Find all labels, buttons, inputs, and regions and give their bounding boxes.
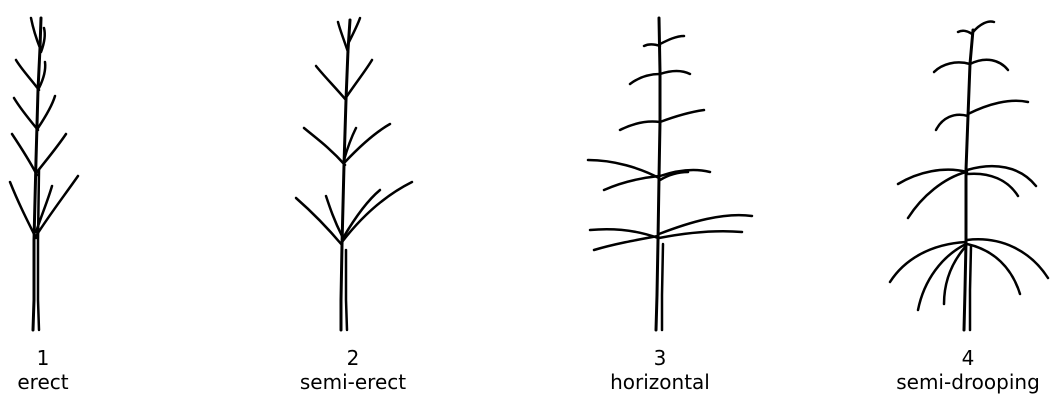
plant-horizontal-branch xyxy=(588,160,659,178)
habit-label: horizontal xyxy=(550,370,770,394)
plant-horizontal-branch xyxy=(644,45,660,47)
habit-number: 3 xyxy=(550,346,770,370)
plant-horizontal-stem-outline xyxy=(662,244,663,330)
caption-horizontal: 3 horizontal xyxy=(550,346,770,394)
plant-semi-drooping-stem-outline xyxy=(970,246,971,330)
plant-semi-drooping-branch xyxy=(967,174,1018,196)
plant-horizontal-branch xyxy=(620,121,660,130)
plant-semi-erect-branch xyxy=(304,128,345,165)
plant-semi-drooping-branch xyxy=(958,31,972,34)
plant-semi-drooping-branch xyxy=(968,101,1028,114)
plant-semi-drooping-branch xyxy=(898,170,967,184)
plant-erect-branch xyxy=(14,98,38,130)
plant-semi-drooping-branch xyxy=(970,60,1008,70)
plant-semi-erect-branch xyxy=(347,60,372,96)
plant-horizontal-branch xyxy=(660,36,684,44)
plant-semi-erect-branch xyxy=(338,22,348,52)
plant-horizontal-branch xyxy=(660,110,704,122)
plant-horizontal-branch xyxy=(660,71,690,74)
plant-semi-drooping-branch xyxy=(934,62,970,72)
plant-semi-erect-drawing xyxy=(296,18,412,330)
habit-number: 4 xyxy=(858,346,1052,370)
plant-horizontal-branch xyxy=(630,74,660,84)
plant-erect-branch xyxy=(16,60,39,90)
plant-semi-erect-stem-outline xyxy=(346,250,347,330)
plant-erect-branch xyxy=(12,134,37,175)
habit-label: erect xyxy=(0,370,153,394)
plant-erect-branch xyxy=(10,182,36,238)
plant-horizontal-branch xyxy=(604,176,659,190)
caption-semi-drooping: 4 semi-drooping xyxy=(858,346,1052,394)
plant-erect-branch xyxy=(37,134,66,172)
plant-horizontal-branch xyxy=(660,172,688,180)
plant-horizontal-branch xyxy=(594,236,658,250)
habit-label: semi-drooping xyxy=(858,370,1052,394)
plant-erect-stem-outline xyxy=(38,170,39,330)
plant-semi-drooping-branch xyxy=(936,115,968,130)
plant-semi-drooping-branch xyxy=(944,246,966,304)
habit-number: 2 xyxy=(243,346,463,370)
plant-semi-drooping-branch xyxy=(967,244,1020,294)
habit-label: semi-erect xyxy=(243,370,463,394)
plant-horizontal-stem xyxy=(656,18,660,330)
plant-erect-drawing xyxy=(10,18,78,330)
plant-semi-drooping-stem xyxy=(964,30,973,330)
caption-semi-erect: 2 semi-erect xyxy=(243,346,463,394)
plant-semi-erect-branch xyxy=(316,66,346,100)
plant-semi-drooping-branch xyxy=(967,239,1048,278)
plant-semi-drooping-branch xyxy=(973,21,994,32)
plant-horizontal-drawing xyxy=(588,18,752,330)
plant-erect-branch xyxy=(36,176,78,236)
plant-semi-drooping-branch xyxy=(967,166,1036,186)
plant-semi-drooping-branch xyxy=(908,172,966,218)
plant-semi-erect-branch xyxy=(343,190,380,238)
plant-semi-erect-branch xyxy=(345,124,390,162)
caption-erect: 1 erect xyxy=(0,346,153,394)
plant-erect-branch xyxy=(31,18,40,48)
plant-semi-drooping-drawing xyxy=(890,21,1048,330)
plant-horizontal-branch xyxy=(659,231,742,238)
habit-number: 1 xyxy=(0,346,153,370)
plant-erect-branch xyxy=(38,96,55,128)
